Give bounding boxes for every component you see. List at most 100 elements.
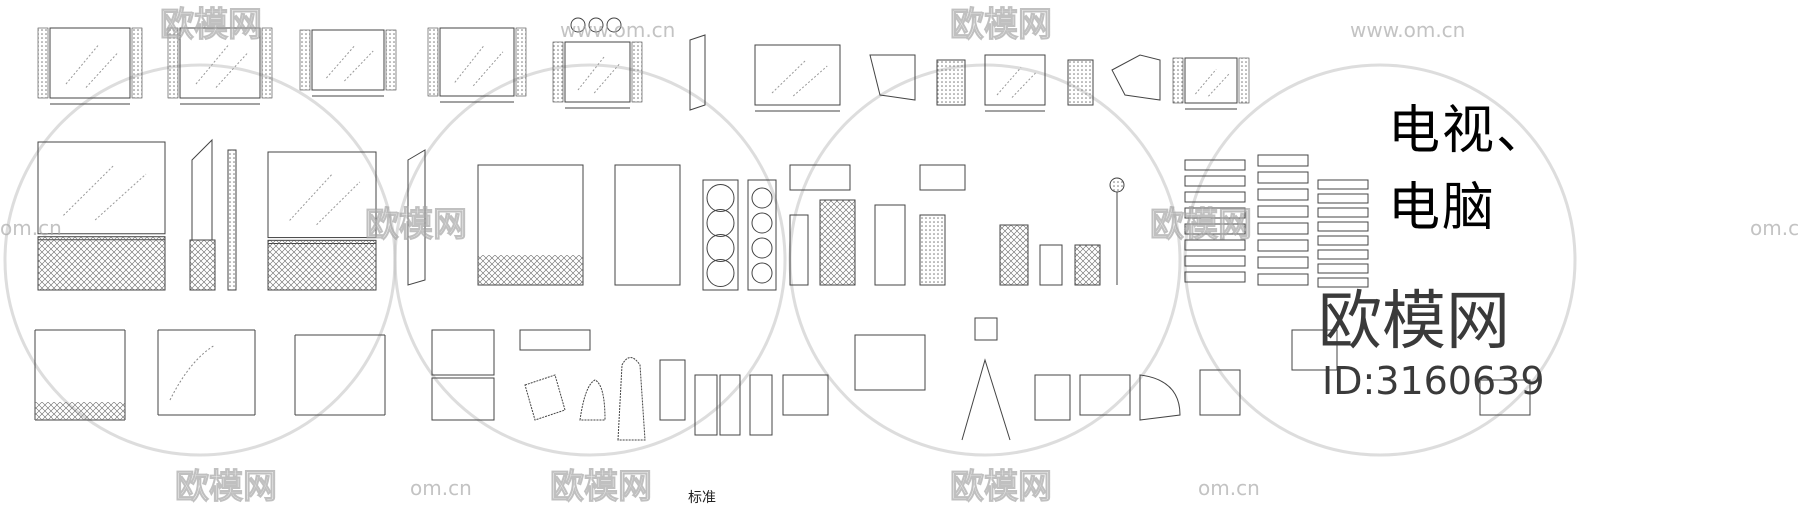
speaker-panel — [936, 59, 966, 106]
speaker-cone — [706, 184, 735, 212]
av-receiver — [1317, 193, 1369, 204]
crt-side — [1139, 374, 1181, 421]
av-receiver — [1184, 239, 1246, 251]
monitor-top — [974, 317, 998, 341]
av-receiver — [1317, 277, 1369, 288]
screen-reflection-line — [63, 164, 115, 216]
screen-reflection-line — [85, 52, 119, 88]
pc-case — [782, 374, 829, 416]
speaker-side — [614, 164, 681, 286]
tv-screen — [267, 151, 377, 239]
av-receiver — [1257, 256, 1309, 269]
speaker-box — [874, 204, 906, 286]
watermark-url: om.cn — [0, 216, 62, 240]
speaker-cone — [706, 209, 735, 237]
tv-screen — [37, 141, 166, 235]
tv-side-view — [869, 54, 916, 101]
speaker-panel — [515, 27, 527, 97]
tv-screen — [564, 41, 631, 103]
speaker-panel — [261, 27, 273, 99]
speaker-panel — [227, 149, 237, 291]
speaker-box — [1039, 244, 1063, 286]
speaker-panel — [299, 29, 311, 91]
screen-reflection-line — [289, 173, 334, 221]
av-receiver — [1184, 191, 1246, 203]
monitor — [854, 334, 926, 391]
standard-label: 标准 — [688, 490, 716, 506]
laptop — [1479, 379, 1531, 416]
av-receiver — [1257, 154, 1309, 167]
tv-on-cabinet — [431, 329, 495, 376]
tv-cabinet-grille — [478, 255, 583, 285]
watermark-url: om.cn — [1750, 216, 1800, 240]
av-receiver — [1317, 249, 1369, 260]
av-receiver — [1257, 222, 1309, 235]
speaker-cone — [606, 17, 622, 33]
tv-cabinet-grille — [35, 402, 125, 420]
tv-screen — [49, 27, 131, 99]
screen-reflection-line — [1011, 72, 1037, 98]
av-receiver — [1317, 263, 1369, 274]
pc-tower — [694, 374, 718, 436]
tv-side-view — [191, 138, 213, 241]
tower-speaker — [747, 179, 777, 291]
screen-reflection-line — [344, 50, 374, 82]
watermark-url: www.om.cn — [1350, 18, 1466, 42]
speaker-cone — [751, 237, 773, 259]
speaker-cone — [588, 17, 604, 33]
title-line-1: 电视、 — [1388, 101, 1551, 161]
tv-stand — [961, 358, 1011, 441]
av-receiver — [1257, 239, 1309, 252]
watermark-logo: 欧模网 — [365, 205, 468, 245]
watermark-logo: 欧模网 — [950, 467, 1053, 507]
brand-logo-text: 欧模网 — [1318, 285, 1510, 359]
watermark-logo: 欧模网 — [950, 5, 1053, 45]
speaker-box — [1074, 244, 1101, 286]
keyboard — [524, 374, 566, 421]
tv-cabinet-grille — [37, 236, 166, 291]
av-receiver — [1257, 205, 1309, 218]
screen-reflection-line — [65, 45, 99, 85]
av-receiver — [1184, 255, 1246, 267]
av-receiver — [1317, 207, 1369, 218]
speaker-panel — [385, 29, 397, 91]
mouse — [579, 379, 606, 421]
speaker-panel — [167, 27, 179, 99]
screen-reflection-line — [94, 173, 147, 221]
tv-cabinet-grille — [267, 239, 377, 291]
speaker-box — [999, 224, 1029, 286]
stereo-unit — [919, 164, 966, 191]
screen-reflection-line — [593, 62, 621, 94]
tv-screen — [1184, 57, 1238, 104]
speaker-panel — [631, 41, 643, 103]
av-receiver — [1317, 235, 1369, 246]
speaker-cone — [706, 259, 735, 287]
microphone — [1109, 177, 1125, 193]
speaker-panel — [1067, 59, 1094, 106]
watermark-logo: 欧模网 — [160, 5, 263, 45]
screen-reflection-line — [771, 59, 807, 94]
speaker-cone — [751, 262, 773, 284]
av-receiver — [1184, 175, 1246, 187]
watermark-url: om.cn — [410, 476, 472, 500]
screen-reflection-line — [169, 344, 216, 401]
screen-reflection-line — [472, 51, 504, 87]
watermark-logo: 欧模网 — [1150, 205, 1253, 245]
mouse-side — [617, 357, 646, 441]
tv-side-view — [407, 149, 426, 286]
tv-screen — [179, 27, 261, 99]
av-receiver — [1317, 221, 1369, 232]
tv-screen — [754, 44, 841, 106]
watermark-url: om.cn — [1198, 476, 1260, 500]
watermark-circle — [393, 63, 787, 457]
monitor — [1291, 329, 1338, 371]
speaker-cone — [751, 212, 773, 234]
speaker-panel — [1172, 57, 1184, 104]
tv-cabinet — [431, 377, 495, 421]
screen-reflection-line — [577, 56, 605, 91]
speaker-cone — [706, 234, 735, 262]
title-line-2: 电脑 — [1388, 178, 1497, 238]
av-receiver — [1184, 207, 1246, 219]
